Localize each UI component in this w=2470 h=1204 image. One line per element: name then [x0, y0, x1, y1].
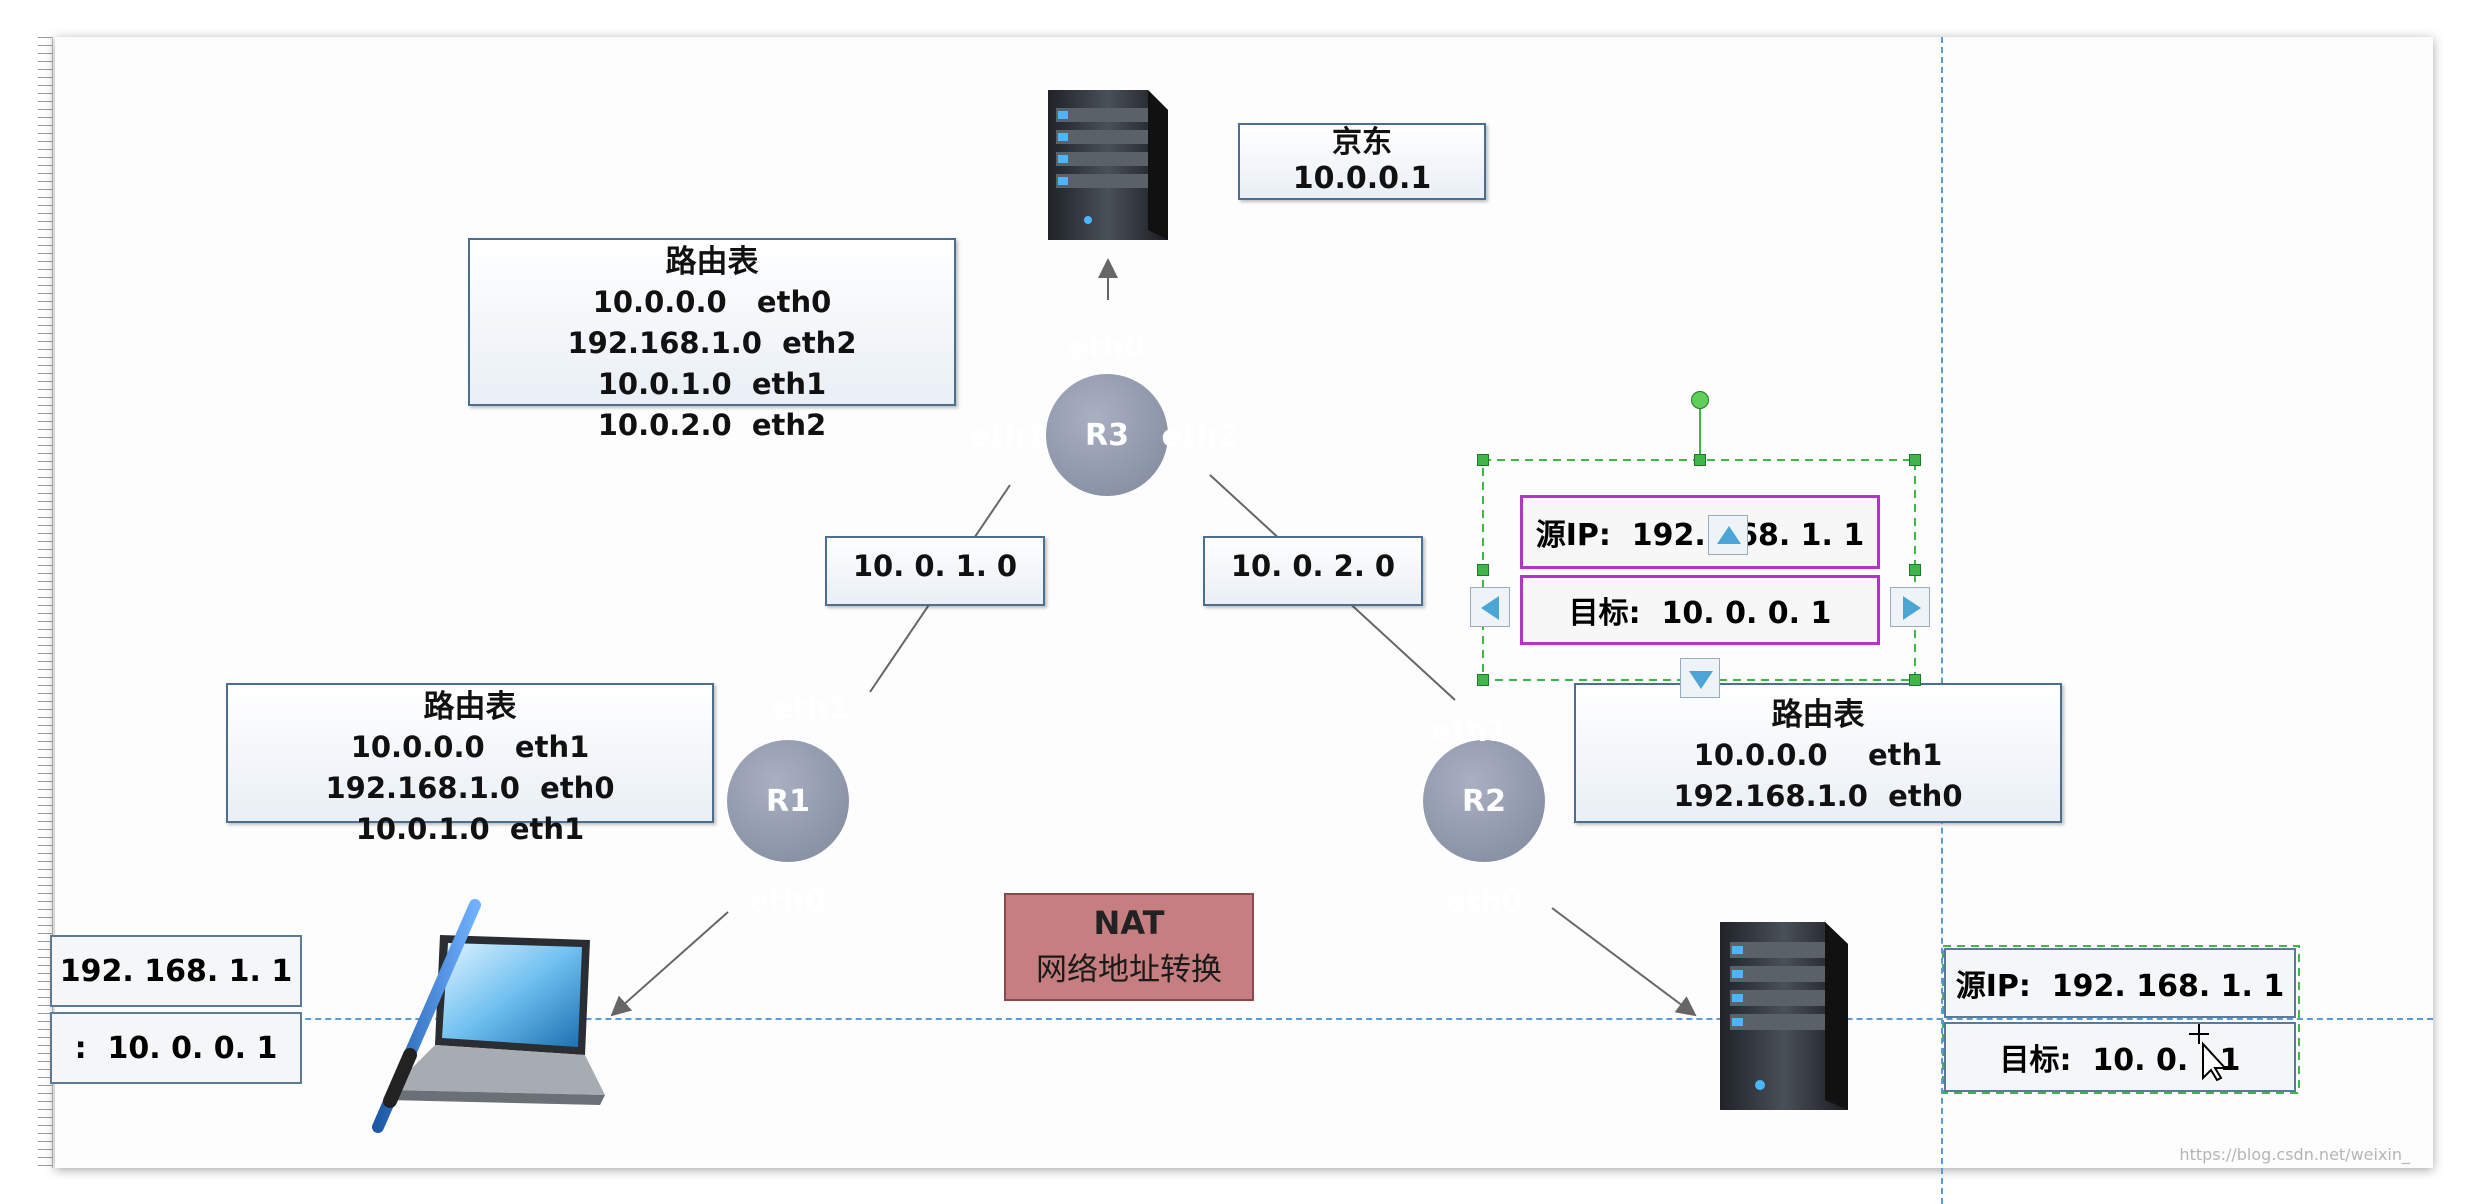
packet-source-ip-left[interactable]: 192. 168. 1. 1 [50, 935, 302, 1007]
selection-outline [1482, 459, 1916, 681]
network-10-0-2-0-text: 10. 0. 2. 0 [1230, 549, 1396, 583]
vertical-guide-line [1941, 37, 1943, 1204]
router-r2-label: R2 [1462, 783, 1506, 819]
r2-eth0-interface[interactable]: eth0 [1411, 857, 1557, 945]
vertical-ruler [38, 37, 53, 1168]
r1-eth0-interface[interactable]: eth0 [714, 857, 860, 945]
r1-routing-table[interactable]: 路由表 10.0.0.0 eth1 192.168.1.0 eth0 10.0.… [226, 683, 714, 846]
r2-eth1-label: eth1 [1431, 713, 1509, 749]
packet-destination-left[interactable]: : 10. 0. 0. 1 [50, 1012, 302, 1084]
r2-route-row: 10.0.0.0 eth1 [1693, 738, 1943, 772]
resize-handle-w[interactable] [1477, 564, 1489, 576]
r1-route-row: 10.0.0.0 eth1 [350, 730, 590, 764]
web-server-icon [1720, 922, 1848, 1110]
r3-eth2-label: eth2 [1161, 418, 1239, 454]
packet-left-source-text: 192. 168. 1. 1 [59, 953, 293, 989]
r2-routing-table[interactable]: 路由表 10.0.0.0 eth1 192.168.1.0 eth0 [1574, 683, 2062, 823]
packet-server-destination-text: 目标: 10. 0. 1 [1999, 1043, 2241, 1078]
r3-eth1-interface[interactable]: eth1 [935, 392, 1081, 480]
router-r1[interactable]: R1 [727, 740, 849, 862]
r3-eth0-interface[interactable]: eth0 [1033, 303, 1179, 391]
nudge-left-icon[interactable] [1470, 587, 1510, 627]
router-r1-label: R1 [766, 783, 810, 819]
horizontal-guide-line [55, 1018, 2433, 1020]
packet-destination-selected[interactable]: 目标: 10. 0. 0. 1 [1520, 575, 1880, 645]
r2-route-row: 192.168.1.0 eth0 [1673, 779, 1963, 813]
r1-routing-table-title: 路由表 [423, 689, 517, 725]
r1-route-row: 192.168.1.0 eth0 [325, 771, 615, 805]
r1-to-laptop-line [610, 911, 729, 1017]
rotate-handle[interactable] [1691, 391, 1709, 409]
packet-source-ip-selected[interactable]: 源IP: 192. 168. 1. 1 [1520, 495, 1880, 569]
resize-handle-ne[interactable] [1909, 454, 1921, 466]
jd-server-icon [1048, 90, 1168, 240]
router-r3-label: R3 [1085, 417, 1129, 453]
packet-destination-text: 目标: 10. 0. 0. 1 [1568, 596, 1832, 631]
watermark: https://blog.csdn.net/weixin_ [2179, 1145, 2410, 1164]
r2-eth0-label: eth0 [1445, 883, 1523, 919]
resize-handle-se[interactable] [1909, 674, 1921, 686]
jd-label-box[interactable]: 京东 10.0.0.1 [1238, 123, 1486, 200]
packet-source-ip-server[interactable]: 源IP: 192. 168. 1. 1 [1944, 948, 2296, 1018]
nudge-right-icon[interactable] [1890, 587, 1930, 627]
network-10-0-1-0-label[interactable]: 10. 0. 1. 0 [825, 536, 1045, 606]
r1-eth1-interface[interactable]: eth1 [738, 664, 884, 752]
resize-handle-nw[interactable] [1477, 454, 1489, 466]
r3-eth0-label: eth0 [1067, 329, 1145, 365]
r3-eth1-label: eth1 [969, 418, 1047, 454]
resize-handle-sw[interactable] [1477, 674, 1489, 686]
jd-ip: 10.0.0.1 [1292, 161, 1432, 196]
network-10-0-1-0-text: 10. 0. 1. 0 [852, 549, 1018, 583]
r3-routing-table-title: 路由表 [665, 244, 759, 280]
nat-title: NAT [1093, 904, 1165, 942]
packet-source-ip-text: 源IP: 192. 168. 1. 1 [1535, 518, 1865, 553]
mouse-cursor-icon [2189, 1024, 2225, 1082]
nat-box[interactable]: NAT 网络地址转换 [1004, 893, 1254, 1001]
network-10-0-2-0-label[interactable]: 10. 0. 2. 0 [1203, 536, 1423, 606]
r3-route-row: 10.0.2.0 eth2 [597, 408, 827, 442]
packet-left-destination-text: : 10. 0. 0. 1 [74, 1030, 278, 1066]
r3-route-row: 10.0.0.0 eth0 [592, 285, 832, 319]
nudge-up-icon[interactable] [1708, 515, 1748, 555]
r3-route-row: 192.168.1.0 eth2 [567, 326, 857, 360]
nat-subtitle: 网络地址转换 [1036, 952, 1222, 988]
nudge-down-icon[interactable] [1680, 658, 1720, 698]
r1-eth0-label: eth0 [748, 883, 826, 919]
packet-server-source-text: 源IP: 192. 168. 1. 1 [1955, 969, 2285, 1004]
r1-route-row: 10.0.1.0 eth1 [355, 812, 585, 846]
resize-handle-e[interactable] [1909, 564, 1921, 576]
r2-routing-table-title: 路由表 [1771, 697, 1865, 733]
laptop-pen-icon [372, 899, 605, 1133]
packet-destination-server[interactable]: 目标: 10. 0. 1 [1944, 1022, 2296, 1092]
r1-eth1-label: eth1 [772, 690, 850, 726]
r3-eth2-interface[interactable]: eth2 [1127, 392, 1273, 480]
r3-route-row: 10.0.1.0 eth1 [597, 367, 827, 401]
jd-name: 京东 [1332, 125, 1392, 160]
r2-to-server-line [1551, 907, 1697, 1017]
r3-routing-table[interactable]: 路由表 10.0.0.0 eth0 192.168.1.0 eth2 10.0.… [468, 238, 956, 442]
r2-eth1-interface[interactable]: eth1 [1397, 687, 1543, 775]
resize-handle-n[interactable] [1694, 454, 1706, 466]
